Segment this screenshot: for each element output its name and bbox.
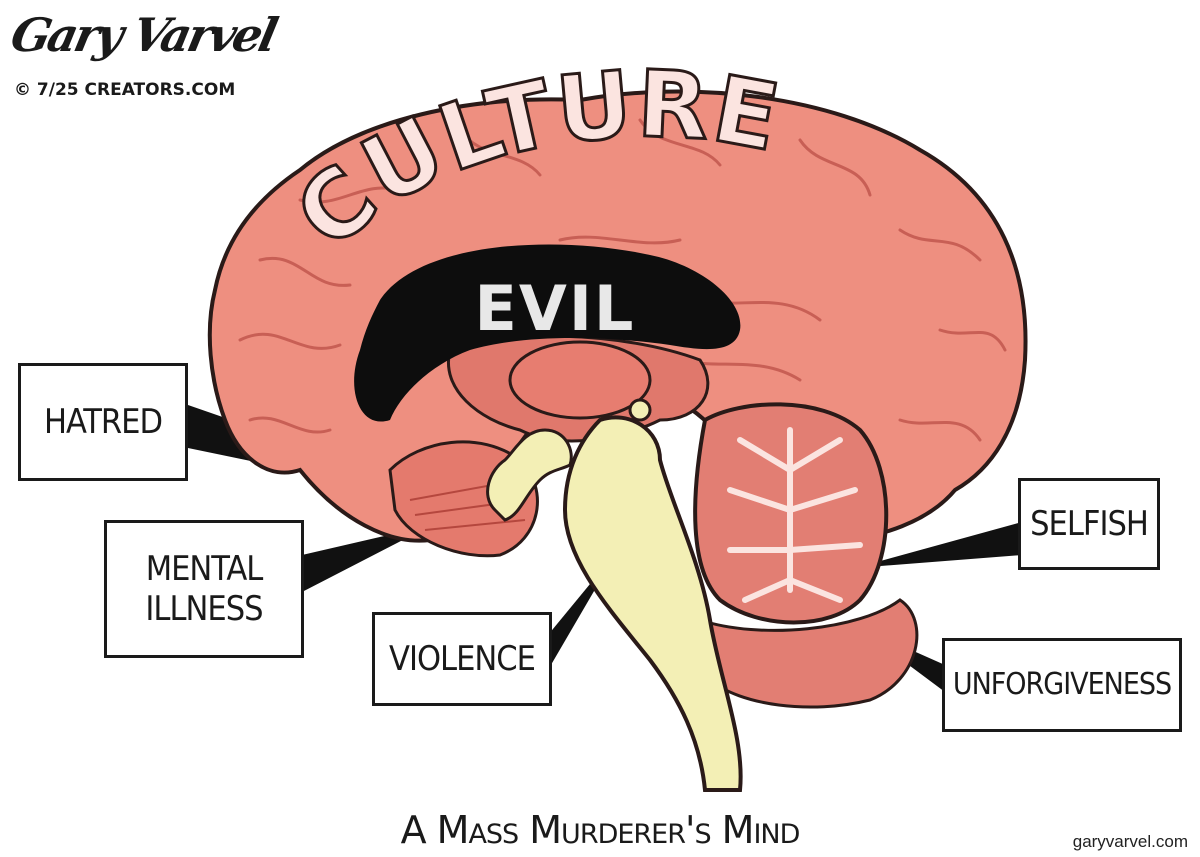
label-mental-illness-line2: ILLNESS [145, 589, 263, 629]
label-violence-text: VIOLENCE [389, 639, 536, 679]
label-hatred-text: HATRED [43, 402, 163, 442]
evil-word: EVIL [475, 272, 636, 345]
pineal-gland [628, 398, 652, 422]
mental-illness-pointer [302, 525, 432, 592]
selfish-pointer [855, 522, 1022, 568]
label-hatred: HATRED [18, 363, 188, 481]
label-mental-illness: MENTAL ILLNESS [104, 520, 304, 658]
thalamus [508, 340, 652, 420]
label-unforgiveness: UNFORGIVENESS [942, 638, 1182, 732]
hippocampus [486, 428, 573, 522]
artist-website: garyvarvel.com [1072, 832, 1188, 851]
brain-stem [562, 415, 743, 792]
cartoon-caption: A Mass Murderer's Mind [400, 808, 801, 852]
copyright-notice: © 7/25 CREATORS.COM [14, 80, 236, 100]
label-mental-illness-line1: MENTAL [145, 549, 264, 589]
cerebellum-branches [727, 427, 863, 603]
label-violence: VIOLENCE [372, 612, 552, 706]
evil-cavity [354, 244, 741, 422]
lower-cerebellum [698, 598, 919, 709]
label-selfish-text: SELFISH [1030, 504, 1149, 544]
label-unforgiveness-text: UNFORGIVENESS [952, 667, 1172, 702]
label-selfish: SELFISH [1018, 478, 1160, 570]
cortex-grooves [238, 118, 1007, 442]
